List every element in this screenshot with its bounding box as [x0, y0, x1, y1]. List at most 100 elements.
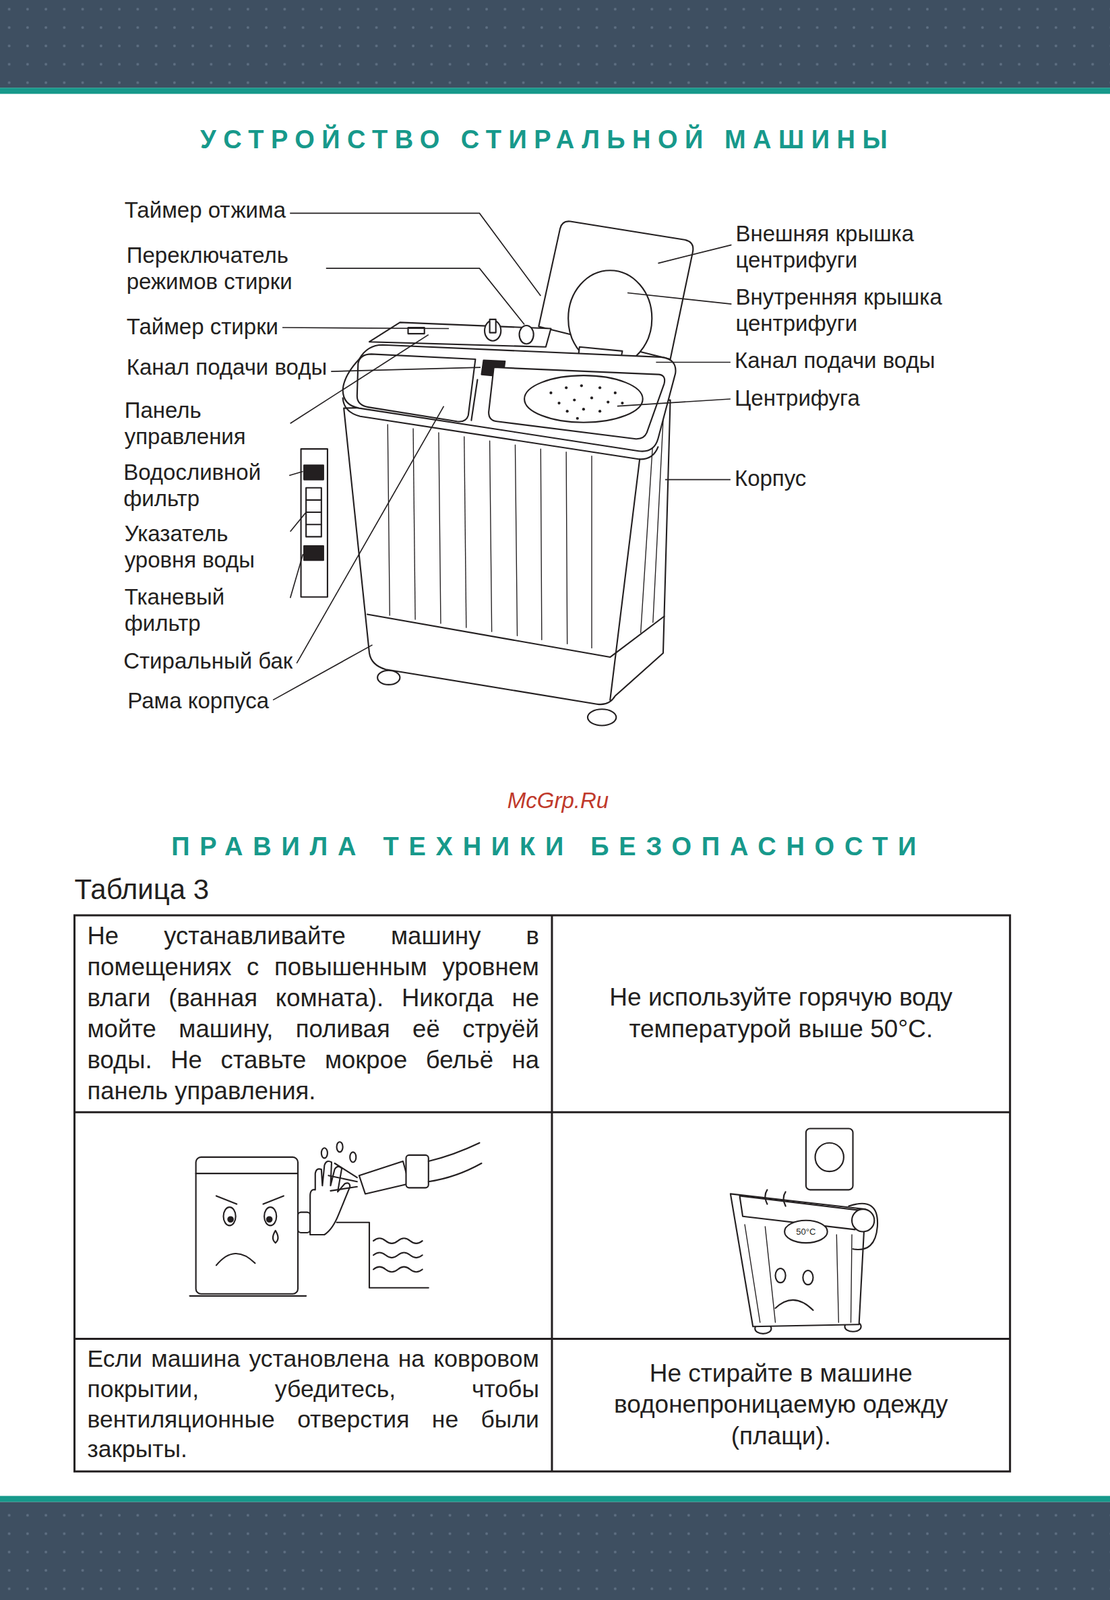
- washing-machine: [305, 523, 322, 526]
- washing-machine: [305, 511, 322, 513]
- table-cell-text: Не стирайте в машине водонепроницаемую о…: [564, 1358, 998, 1453]
- table-cell: Если машина установлена на ковровом покр…: [76, 1340, 550, 1470]
- washing-machine: [305, 487, 322, 538]
- washing-machine: [566, 452, 568, 645]
- washing-machine: [377, 670, 400, 685]
- spray-illustration: [196, 1172, 298, 1175]
- washing-machine: [488, 367, 665, 439]
- leader-line: [330, 367, 481, 372]
- hot-water-illustration: [764, 1226, 776, 1323]
- hot-water-illustration: [775, 1300, 813, 1311]
- table-cell: Не устанавливайте машину в помещениях с …: [76, 917, 550, 1110]
- washing-machine: [438, 432, 441, 624]
- washing-machine: [557, 401, 561, 405]
- washing-machine: [301, 448, 328, 598]
- washing-machine: [489, 440, 492, 632]
- leader-line: [290, 553, 304, 598]
- leader-line: [617, 398, 731, 407]
- leader-line: [627, 293, 732, 305]
- leader-line: [290, 512, 306, 532]
- washing-machine: [305, 499, 322, 501]
- spray-illustration: [336, 1222, 429, 1288]
- washing-machine: [367, 613, 665, 658]
- washing-machine: [620, 401, 624, 405]
- part-label: Переключатель режимов стирки: [126, 241, 323, 295]
- leader-line: [296, 406, 444, 664]
- part-label: Корпус: [734, 465, 807, 492]
- washing-machine: [540, 448, 542, 640]
- part-label: Канал подачи воды: [126, 353, 328, 381]
- top-band: [0, 0, 1110, 94]
- leader-line: [665, 479, 731, 481]
- table-cell-text: Не используйте горячую воду температурой…: [564, 981, 998, 1045]
- washing-machine: [587, 708, 616, 726]
- washing-machine: [519, 325, 534, 344]
- table-grid: [74, 915, 1011, 1472]
- hot-water-illustration: [848, 1203, 878, 1250]
- part-label: Водосливной фильтр: [123, 458, 286, 512]
- washing-machine: [609, 458, 640, 700]
- washing-machine: [572, 398, 576, 402]
- leader-line: [282, 327, 449, 329]
- leader-line: [655, 361, 731, 364]
- section-heading: ПРАВИЛА ТЕХНИКИ БЕЗОПАСНОСТИ: [171, 830, 927, 862]
- hot-water-illustration: [775, 1268, 786, 1283]
- spray-illustration: [405, 1155, 428, 1188]
- spray-illustration: [359, 1161, 410, 1194]
- spray-illustration: [328, 1163, 357, 1191]
- top-band: [0, 87, 1110, 94]
- part-label: Тканевый фильтр: [124, 583, 287, 637]
- hot-water-illustration: [744, 1224, 761, 1323]
- part-label: Канал подачи воды: [734, 347, 936, 374]
- part-label: Таймер отжима: [124, 196, 286, 224]
- washing-machine: [471, 379, 478, 421]
- spray-illustration: [190, 1141, 482, 1297]
- top-band: [0, 0, 1110, 88]
- part-label: Панель управления: [124, 396, 287, 450]
- spray-illustration: [336, 1141, 344, 1152]
- bottom-band: [0, 1502, 1110, 1600]
- washing-machine: [549, 384, 624, 420]
- spray-illustration: [297, 1212, 311, 1233]
- temperature-tag: 50°C: [795, 1226, 816, 1237]
- washing-machine: [566, 409, 569, 413]
- part-label: Рама корпуса: [127, 687, 269, 714]
- washing-machine: [343, 345, 676, 452]
- washing-machine: [591, 456, 592, 649]
- washing-machine: [653, 420, 664, 623]
- spray-illustration: [272, 1230, 279, 1243]
- washing-machine: [590, 396, 594, 399]
- washing-machine: [598, 409, 602, 413]
- bottom-band: [0, 1496, 1110, 1503]
- hot-water-illustration: [836, 1234, 839, 1323]
- part-label: Внутренняя крышка центрифуги: [735, 283, 965, 337]
- washing-machine: [524, 375, 643, 423]
- part-label: Указатель уровня воды: [124, 520, 287, 573]
- washing-machine: [357, 353, 476, 422]
- hot-water-illustration: [730, 1128, 878, 1334]
- table-cell: Не стирайте в машине водонепроницаемую о…: [553, 1340, 1009, 1470]
- spray-illustration: [264, 1207, 277, 1226]
- spray-illustration: [196, 1157, 298, 1294]
- hot-water-illustration: [851, 1209, 875, 1232]
- spray-illustration: [190, 1295, 307, 1297]
- watermark: McGrp.Ru: [507, 787, 609, 815]
- hot-water-illustration: [784, 1220, 828, 1243]
- table-cell-text: Не устанавливайте машину в помещениях с …: [87, 920, 540, 1107]
- part-label: Таймер стирки: [126, 313, 279, 340]
- washing-machine: [580, 384, 583, 387]
- washing-machine: [489, 319, 497, 333]
- table-grid: [550, 915, 553, 1472]
- bottom-band: [0, 1496, 1110, 1600]
- table-grid: [74, 1111, 1011, 1114]
- section-heading: УСТРОЙСТВО СТИРАЛЬНОЙ МАШИНЫ: [200, 124, 895, 156]
- leader-line: [326, 268, 525, 325]
- washing-machine: [514, 444, 517, 636]
- spray-illustration: [227, 1216, 234, 1222]
- washing-machine: [369, 322, 551, 347]
- hot-water-illustration: [850, 1234, 852, 1323]
- table-grid: [74, 915, 1011, 1472]
- hot-water-illustration: [764, 1189, 786, 1206]
- washing-machine: [576, 417, 579, 420]
- top-band: [0, 0, 1110, 88]
